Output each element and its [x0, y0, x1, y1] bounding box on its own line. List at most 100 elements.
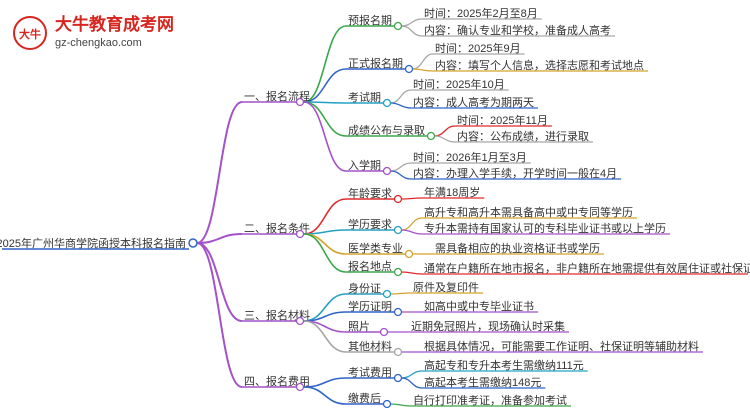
topic-expand-handle[interactable]: [393, 267, 403, 277]
topic-to-detail-line: [401, 25, 423, 37]
connector-lines: [2, 18, 748, 407]
topic-expand-handle[interactable]: [404, 64, 414, 74]
detail-text: 高升专和高升本需具备高中或中专同等学历: [424, 205, 633, 219]
branch-to-topic-line: [303, 233, 347, 273]
detail-text: 年满18周岁: [424, 185, 480, 199]
topic-to-detail-line: [390, 102, 412, 109]
topic-label: 成绩公布与录取: [348, 124, 425, 137]
logo-emblem-text: 大牛: [19, 27, 41, 41]
root-to-branch-line: [196, 242, 243, 388]
detail-text: 自行打印准考证，准备参加考试: [413, 393, 567, 407]
topic-label: 报名地点: [348, 259, 392, 273]
topic-label: 年龄要求: [348, 186, 392, 200]
branch-expand-handle[interactable]: [295, 97, 305, 107]
branch-to-topic-line: [303, 101, 347, 137]
branch-expand-handle[interactable]: [295, 229, 305, 239]
detail-text: 时间：2025年2月至8月: [424, 6, 538, 20]
topic-to-detail-line: [401, 271, 423, 275]
topic-to-detail-line: [390, 403, 412, 407]
topic-to-detail-line: [434, 135, 456, 143]
detail-text: 内容：填写个人信息，选择志愿和考试地点: [435, 58, 644, 72]
topic-to-detail-line: [390, 89, 412, 104]
topic-label: 照片: [348, 320, 370, 333]
topic-to-detail-line: [401, 18, 423, 27]
topic-expand-handle[interactable]: [382, 399, 392, 409]
topic-label: 入学期: [348, 158, 381, 172]
topic-expand-handle[interactable]: [393, 225, 403, 235]
detail-text: 内容：确认专业和学校，准备成人高考: [424, 23, 611, 37]
branch-label: 四、报名费用: [244, 374, 310, 388]
detail-text: 根据具体情况，可能需要工作证明、社保证明等辅助材料: [424, 339, 699, 353]
topic-to-detail-line: [434, 125, 456, 137]
root-to-branch-line: [196, 242, 243, 322]
detail-text: 需具备相应的执业资格证书或学历: [435, 241, 600, 255]
topic-to-detail-line: [390, 292, 412, 295]
branch-to-topic-line: [303, 320, 347, 353]
detail-text: 时间：2025年11月: [457, 113, 548, 127]
branch-label: 二、报名条件: [244, 221, 310, 235]
branch-to-topic-line: [303, 386, 347, 405]
topic-to-detail-line: [412, 53, 434, 70]
detail-text: 时间：2026年1月至3月: [413, 150, 527, 164]
topic-to-detail-line: [412, 68, 434, 72]
branch-to-topic-line: [303, 377, 347, 388]
topic-label: 其他材料: [348, 339, 392, 353]
topic-label: 学历要求: [348, 217, 392, 231]
branch-to-topic-line: [303, 25, 347, 103]
topic-expand-handle[interactable]: [426, 131, 436, 141]
topic-to-detail-line: [390, 162, 412, 172]
topic-expand-handle[interactable]: [393, 347, 403, 357]
topic-to-detail-line: [401, 217, 423, 231]
topic-label: 身份证: [348, 281, 381, 295]
detail-text: 内容：办理入学手续，开学时间一般在4月: [413, 166, 617, 180]
branch-label: 一、报名流程: [244, 89, 310, 103]
topic-label: 正式报名期: [348, 56, 403, 70]
root-to-branch-line: [196, 233, 243, 244]
topic-expand-handle[interactable]: [382, 98, 392, 108]
detail-text: 时间：2025年10月: [413, 77, 505, 91]
topic-label: 考试期: [348, 91, 381, 104]
topic-expand-handle[interactable]: [393, 21, 403, 31]
topic-label: 学历证明: [348, 299, 392, 313]
root-topic: 2025年广州华商学院函授本科报名指南: [0, 236, 186, 250]
branch-to-topic-line: [303, 198, 347, 235]
branch-to-topic-line: [303, 101, 347, 172]
branch-expand-handle[interactable]: [295, 316, 305, 326]
topic-label: 医学类专业: [348, 241, 403, 255]
topic-to-detail-line: [401, 197, 423, 200]
detail-text: 原件及复印件: [413, 280, 479, 294]
detail-text: 时间：2025年9月: [435, 41, 521, 55]
logo-title: 大牛教育成考网: [55, 14, 174, 34]
topic-label: 预报名期: [348, 13, 392, 27]
root-to-branch-line: [196, 101, 243, 244]
branch-to-topic-line: [303, 68, 347, 103]
mind-map-nodes: 2025年广州华商学院函授本科报名指南 一、报名流程 预报名期 时间：2025年2月…: [0, 6, 750, 409]
branch-to-topic-line: [303, 233, 347, 255]
detail-text: 近期免冠照片，现场确认时采集: [411, 319, 565, 333]
topic-expand-handle[interactable]: [382, 289, 392, 299]
topic-expand-handle[interactable]: [393, 373, 403, 383]
topic-to-detail-line: [401, 377, 423, 389]
topic-to-detail-line: [401, 229, 423, 235]
detail-text: 专升本需持有国家认可的专科毕业证书或以上学历: [424, 221, 666, 235]
logo-emblem: [13, 16, 47, 50]
branch-label: 三、报名材料: [244, 308, 310, 322]
topic-expand-handle[interactable]: [382, 166, 392, 176]
topic-expand-handle[interactable]: [404, 249, 414, 259]
detail-text: 内容：公布成绩，进行录取: [457, 129, 589, 143]
topic-expand-handle[interactable]: [393, 307, 403, 317]
topic-to-detail-line: [401, 370, 423, 379]
topic-expand-handle[interactable]: [379, 327, 389, 337]
topic-expand-handle[interactable]: [393, 194, 403, 204]
detail-text: 高起专和专升本考生需缴纳111元: [424, 358, 584, 372]
root-expand-handle[interactable]: [188, 238, 198, 248]
topic-label: 考试费用: [348, 366, 392, 379]
topic-label: 缴费后: [348, 391, 381, 405]
logo-url: gz-chengkao.com: [55, 37, 142, 49]
detail-text: 内容：成人高考为期两天: [413, 95, 534, 109]
branch-expand-handle[interactable]: [295, 382, 305, 392]
detail-text: 如高中或中专毕业证书: [424, 299, 534, 313]
topic-to-detail-line: [390, 170, 412, 180]
site-logo: 大牛 大牛教育成考网 gz-chengkao.com: [13, 14, 174, 50]
